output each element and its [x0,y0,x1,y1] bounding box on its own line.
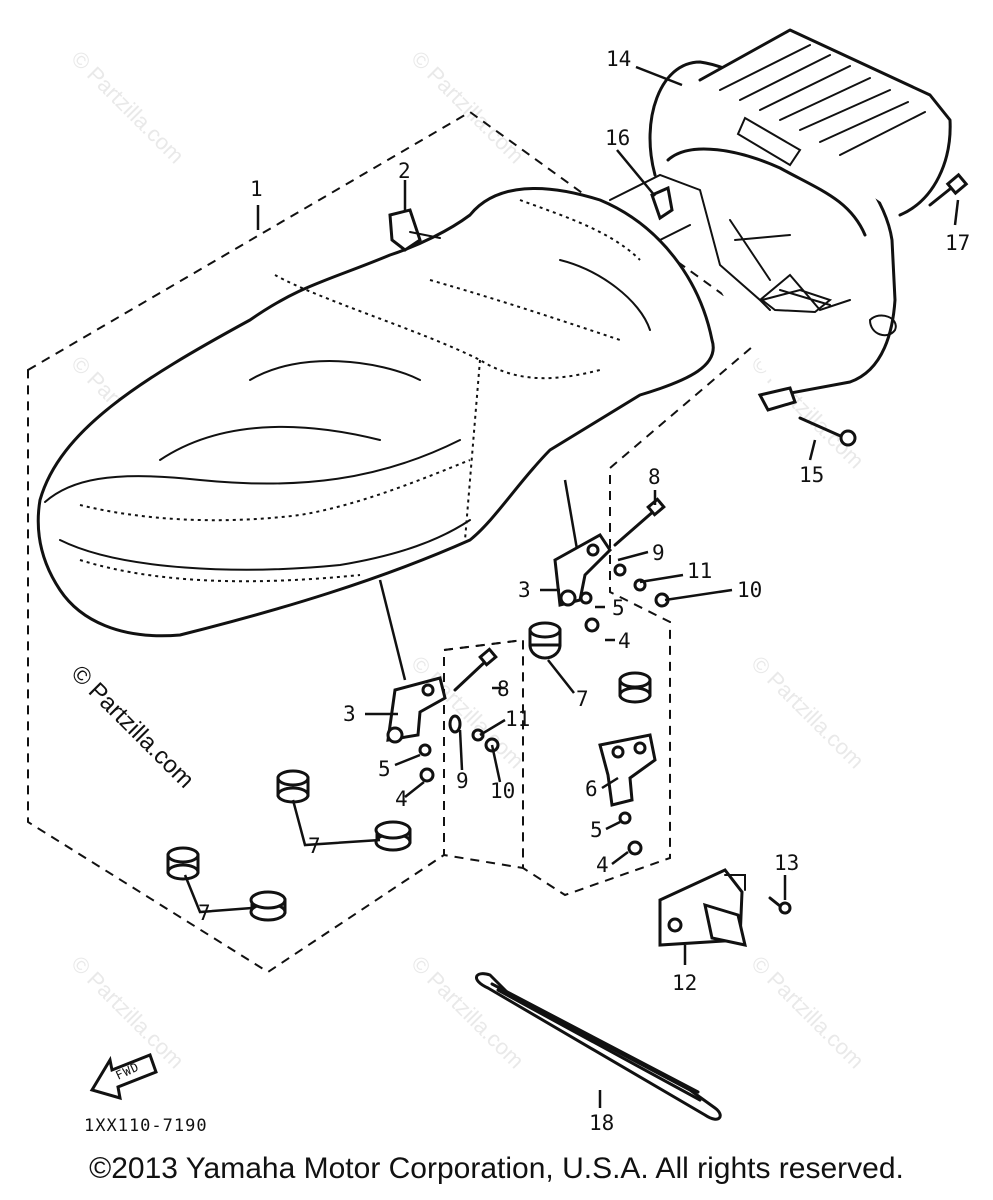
watermark: © Partzilla.com [406,951,529,1074]
callout-16: 16 [605,126,630,150]
rear-carrier [609,28,952,412]
callout-5: 5 [612,596,625,620]
callout-6: 6 [585,777,598,801]
callout-7: 7 [576,687,589,711]
leader-lines [183,65,960,1108]
callout-4: 4 [395,787,408,811]
callout-3: 3 [343,702,356,726]
callout-7: 7 [198,901,211,925]
callout-8: 8 [648,465,661,489]
rubber-damper [276,769,310,804]
bracket-leader [378,579,407,681]
callout-3: 3 [518,578,531,602]
rubber-damper [528,621,562,660]
rubber-damper [249,890,287,922]
callout-4: 4 [596,853,609,877]
callout-5: 5 [590,818,603,842]
callout-4: 4 [618,629,631,653]
watermark: © Partzilla.com [406,46,529,169]
bracket-leader [563,479,580,556]
bolt [453,658,489,692]
diagram-code: 1XX110-7190 [84,1116,208,1136]
callout-11: 11 [505,707,530,731]
lock-bracket [598,733,657,807]
callout-17: 17 [945,231,970,255]
screw [419,767,435,783]
hinge-bracket-upper [553,533,612,607]
bolt [798,416,847,440]
seat-assembly-outline [27,110,774,974]
copyright-notice: ©2013 Yamaha Motor Corporation, U.S.A. A… [89,1152,904,1185]
rubber-damper [618,671,652,704]
left-hinge-subassembly-outline [443,638,524,870]
callout-1: 1 [250,177,263,201]
bolt [613,508,657,547]
screw [627,840,643,856]
seat-lock [658,868,747,947]
callout-18: 18 [589,1111,614,1135]
screw [584,617,600,633]
callout-14: 14 [606,47,631,71]
callout-2: 2 [398,159,411,183]
callout-5: 5 [378,757,391,781]
watermark-prominent: © Partzilla.com [66,660,199,793]
callout-9: 9 [652,541,665,565]
watermark: © Partzilla.com [746,951,869,1074]
callout-7: 7 [308,834,321,858]
callout-12: 12 [672,971,697,995]
watermark: © Partzilla.com [746,651,869,774]
rubber-damper [166,846,200,881]
collar [618,811,632,825]
callouts: 1 2 3 3 4 4 4 5 5 5 6 7 7 7 8 8 9 9 10 1… [198,47,970,1135]
seat [36,187,715,638]
washer [471,728,485,742]
callout-13: 13 [774,851,799,875]
callout-10: 10 [737,578,762,602]
collar [579,591,593,605]
rubber-damper [374,820,412,852]
hinge-bracket-lower [386,676,447,744]
washer [613,563,627,577]
callout-10: 10 [490,779,515,803]
watermark: © Partzilla.com [66,46,189,169]
callout-8: 8 [497,677,510,701]
collar [418,743,432,757]
callout-11: 11 [687,559,712,583]
forward-arrow: FWD [89,1053,158,1101]
bolt [650,185,674,221]
callout-9: 9 [456,769,469,793]
callout-15: 15 [799,463,824,487]
seat-cable [475,972,722,1121]
washer [448,714,462,734]
watermark: © Partzilla.com [66,951,189,1074]
